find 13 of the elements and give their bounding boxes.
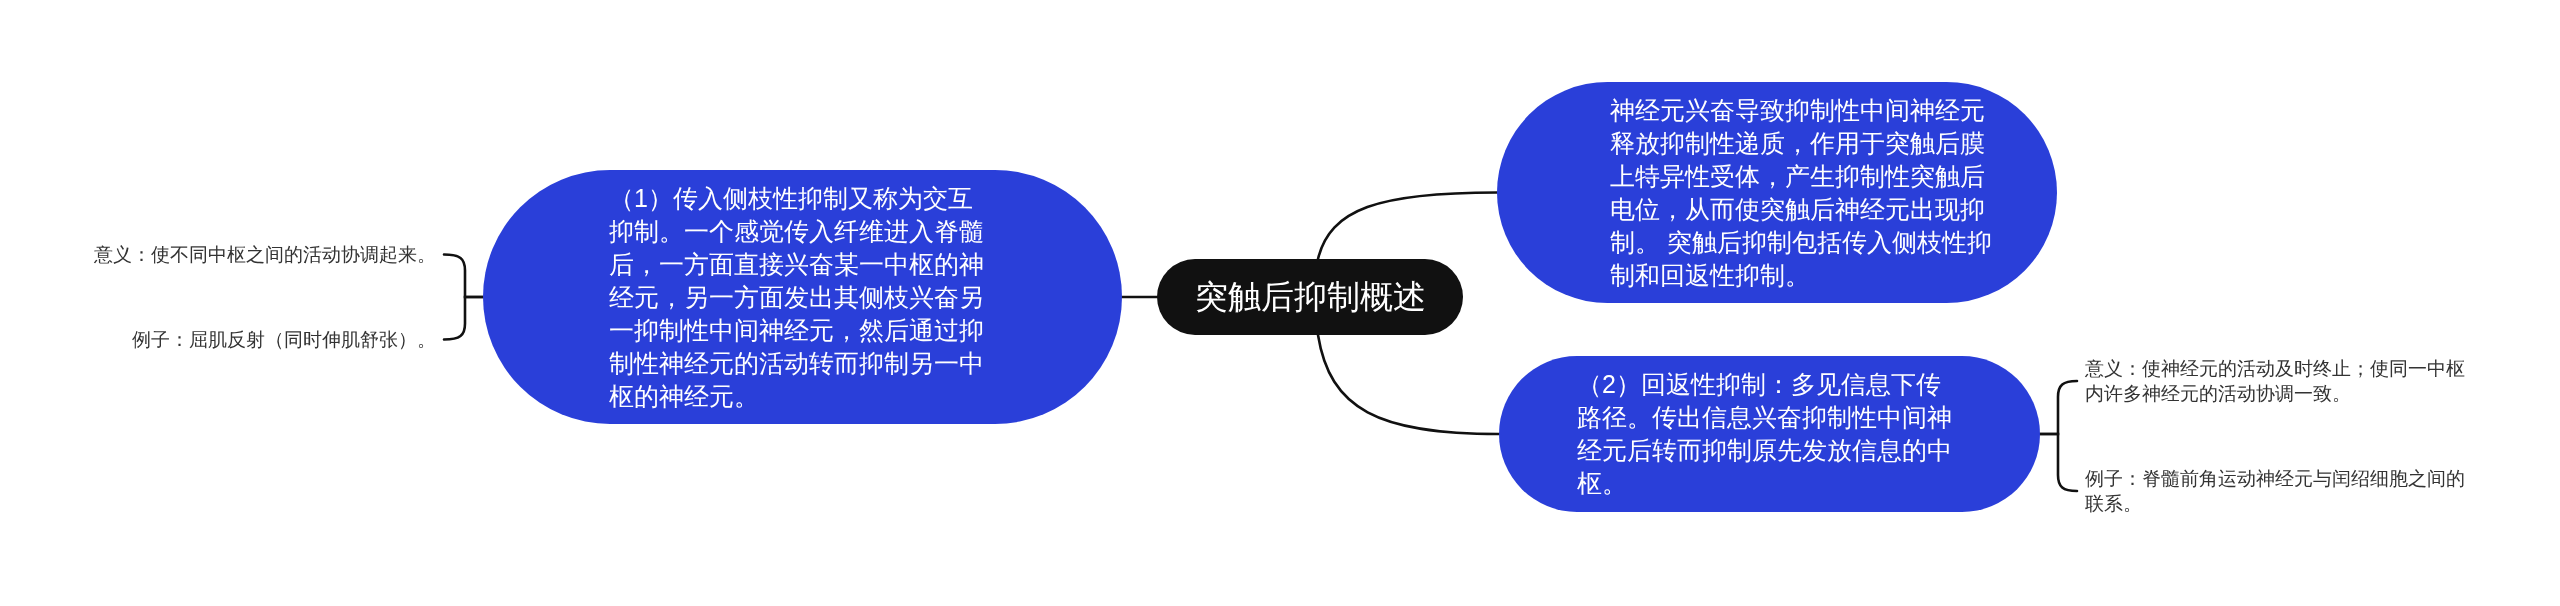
note-text: 例子：脊髓前角运动神经元与闰绍细胞之间的联系。 [2085, 466, 2467, 516]
note-text: 意义：使不同中枢之间的活动协调起来。 [94, 242, 436, 267]
connector-line [1316, 191, 1499, 261]
topic-pill: （2）回返性抑制：多见信息下传路径。传出信息兴奋抑制性中间神经元后转而抑制原先发放信息的中枢。 [1499, 356, 2040, 512]
bracket-connector [442, 295, 485, 341]
bracket-connector [2038, 432, 2079, 493]
connector-line [1316, 333, 1501, 436]
note-text: 意义：使神经元的活动及时终止；使同一中枢内许多神经元的活动协调一致。 [2085, 356, 2467, 406]
note-text: 例子：屈肌反射（同时伸肌舒张）。 [132, 327, 436, 352]
connector-line [1120, 295, 1159, 299]
topic-pill: 神经元兴奋导致抑制性中间神经元释放抑制性递质，作用于突触后膜上特异性受体，产生抑制性突触后电位，从而使突触后神经元出现抑制。 突触后抑制包括传入侧枝性抑制和回返性抑制。 [1497, 82, 2057, 303]
topic-pill: （1）传入侧枝性抑制又称为交互抑制。一个感觉传入纤维进入脊髓后，一方面直接兴奋某一中枢的神经元，另一方面发出其侧枝兴奋另一抑制性中间神经元，然后通过抑制性神经元的活动转而抑制另一中枢的神经元。 [483, 170, 1122, 424]
central-topic-pill: 突触后抑制概述 [1157, 259, 1463, 335]
